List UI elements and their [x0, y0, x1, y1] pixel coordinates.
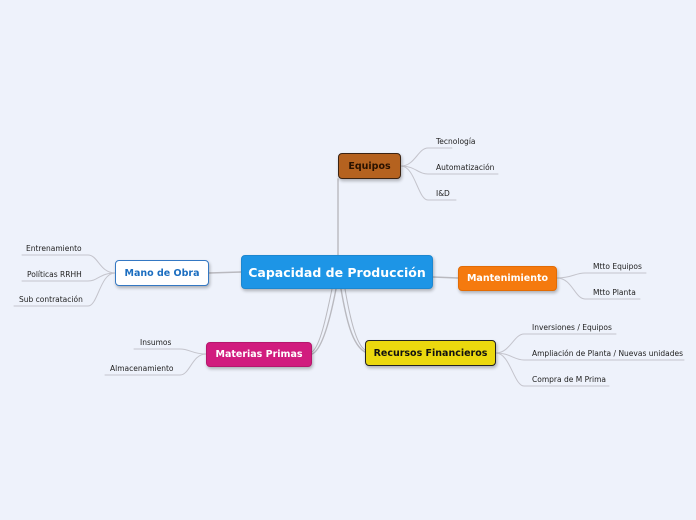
connector-materias-primas-b — [311, 288, 333, 353]
connector-mano-de-obra — [208, 271, 242, 274]
leaf-i-and-d[interactable]: I&D — [436, 189, 450, 198]
leaf-inversiones-equipos[interactable]: Inversiones / Equipos — [532, 323, 612, 332]
branch-equipos[interactable]: Equipos — [338, 153, 401, 179]
connector-materias-primas — [311, 288, 337, 355]
leaf-compra-de-m-prima[interactable]: Compra de M Prima — [532, 375, 607, 384]
leaf-almacenamiento[interactable]: Almacenamiento — [110, 364, 174, 373]
branch-mano-de-obra[interactable]: Mano de Obra — [115, 260, 209, 286]
leaf-politicas-rrhh[interactable]: Políticas RRHH — [27, 270, 82, 279]
leaf-tecnologia[interactable]: Tecnología — [436, 137, 476, 146]
connector-recursos-financieros-b — [344, 288, 366, 351]
branch-materias-primas[interactable]: Materias Primas — [206, 342, 312, 367]
connector-mantenimiento — [432, 276, 459, 279]
leaf-mtto-planta[interactable]: Mtto Planta — [593, 288, 636, 297]
connector-recursos-financieros — [340, 288, 366, 353]
branch-mantenimiento[interactable]: Mantenimiento — [458, 266, 557, 291]
leaf-mtto-equipos[interactable]: Mtto Equipos — [593, 262, 642, 271]
central-topic[interactable]: Capacidad de Producción — [241, 255, 433, 289]
branch-recursos-financieros[interactable]: Recursos Financieros — [365, 340, 496, 366]
leaf-automatizacion[interactable]: Automatización — [436, 163, 495, 172]
leaf-entrenamiento[interactable]: Entrenamiento — [26, 244, 82, 253]
leaf-insumos[interactable]: Insumos — [140, 338, 172, 347]
leaf-sub-contratacion[interactable]: Sub contratación — [19, 295, 83, 304]
leaf-ampliacion-de-planta[interactable]: Ampliación de Planta / Nuevas unidades — [532, 349, 683, 358]
